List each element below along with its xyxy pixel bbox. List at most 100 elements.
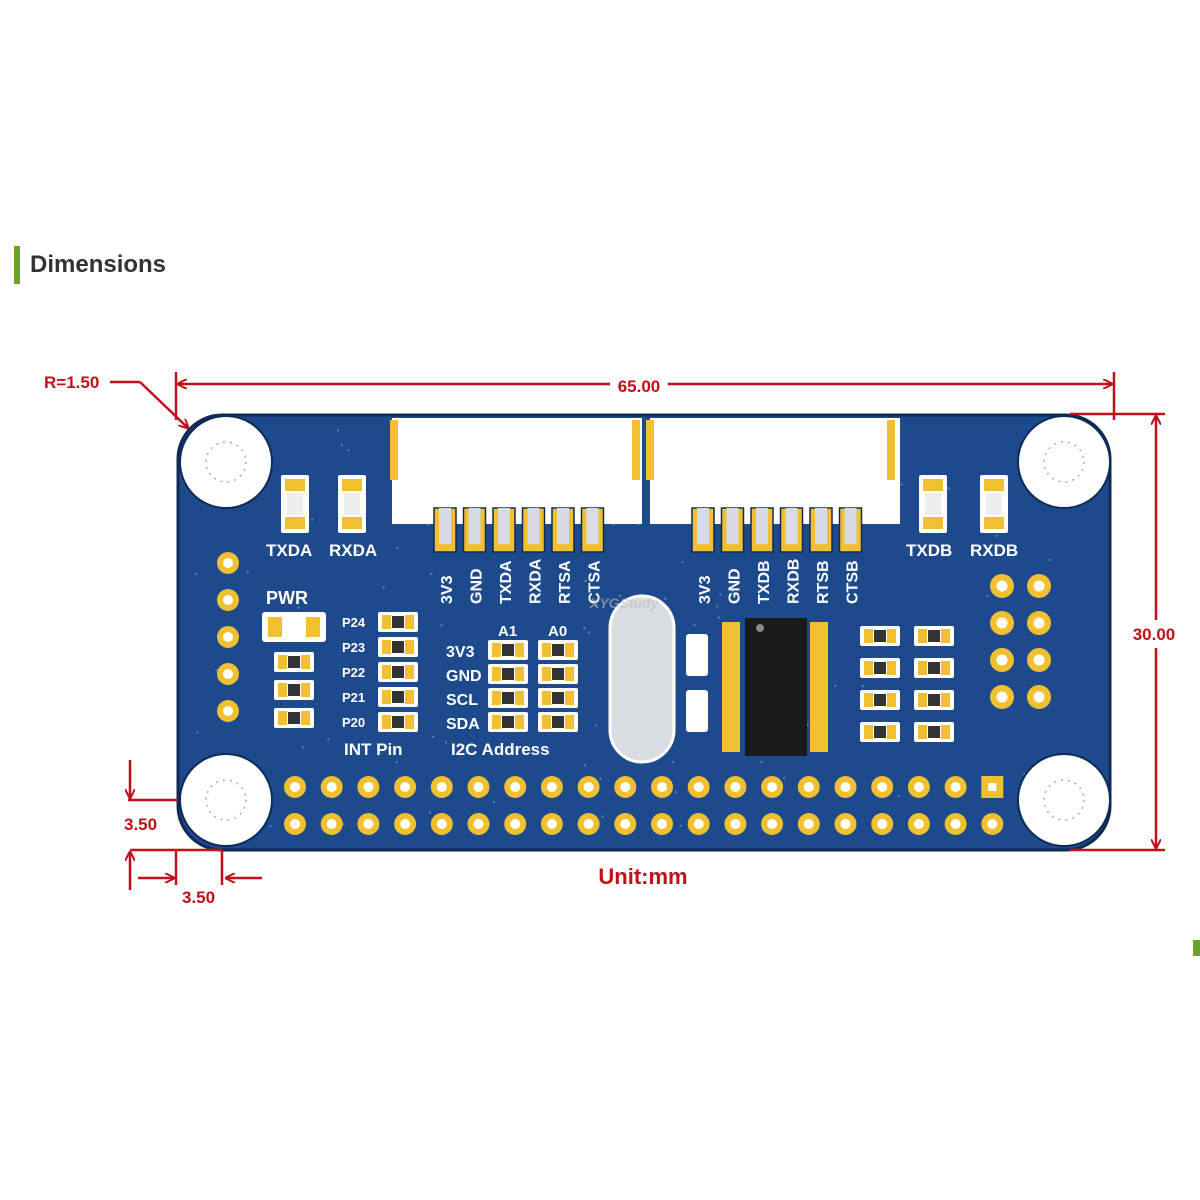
texture-dot: [594, 604, 597, 607]
label-txdb: TXDB: [906, 541, 952, 560]
side-pad-hole: [223, 558, 233, 568]
texture-dot: [382, 586, 385, 589]
texture-dot: [587, 631, 591, 634]
height-dimension: 30.00: [1133, 625, 1176, 644]
connector-b-pin-label: RTSB: [815, 560, 832, 604]
header-pin-hole: [546, 819, 557, 829]
header-pin-hole: [730, 782, 741, 792]
section-title-text: Dimensions: [30, 251, 167, 278]
right-pad-hole: [1033, 654, 1045, 666]
texture-dot: [947, 487, 951, 490]
connector-b-pin-label: CTSB: [845, 560, 862, 604]
header-pin-hole: [840, 782, 851, 792]
header-pin-hole: [877, 819, 888, 829]
header-pin-hole: [767, 782, 778, 792]
texture-dot: [327, 737, 330, 741]
texture-dot: [426, 523, 429, 526]
header-pin-hole: [436, 819, 447, 829]
int-pin-label: P20: [342, 715, 365, 730]
mounting-hole: [179, 415, 273, 509]
header-pin-hole: [730, 819, 741, 829]
header-pin-hole: [620, 782, 631, 792]
texture-dot: [693, 623, 696, 627]
connector-pin: [498, 508, 510, 544]
header-pin-hole: [510, 819, 521, 829]
right-pad-hole: [996, 691, 1008, 703]
header-pin-hole: [583, 782, 594, 792]
header-pin-hole: [693, 819, 704, 829]
header-pin-hole: [657, 782, 667, 792]
right-pad-hole: [996, 654, 1008, 666]
texture-dot: [664, 597, 667, 600]
label-txda: TXDA: [266, 541, 312, 560]
texture-dot: [897, 794, 900, 798]
texture-dot: [583, 764, 587, 767]
mounting-hole: [1017, 753, 1111, 847]
right-pad-hole: [996, 617, 1008, 629]
connector-a-pin-label: RXDA: [528, 558, 545, 604]
connector-pin: [726, 508, 739, 544]
header-pin-hole: [877, 782, 888, 792]
right-pad-hole: [996, 580, 1008, 592]
texture-dot: [986, 595, 989, 598]
texture-dot: [861, 684, 864, 688]
mounting-hole-ring: [1043, 779, 1085, 821]
connector-b-pin-label: TXDB: [756, 560, 773, 604]
texture-dot: [731, 589, 734, 592]
header-pin-hole: [363, 819, 374, 829]
texture-dot: [432, 735, 435, 738]
connector-a-pin-label: GND: [469, 568, 486, 604]
accent-mark: [1193, 940, 1200, 956]
right-pad-hole: [1033, 617, 1045, 629]
texture-dot: [717, 616, 720, 619]
connector-pin: [785, 508, 798, 544]
label-a1: A1: [498, 623, 517, 640]
header-pin-hole: [583, 819, 594, 829]
header-pin-hole: [803, 819, 814, 829]
texture-dot: [505, 568, 508, 572]
i2c-row-label: 3V3: [446, 644, 475, 661]
connector-b-pin-label: RXDB: [786, 559, 803, 604]
texture-dot: [601, 815, 604, 819]
texture-dot: [428, 811, 432, 814]
connector-a-pin-label: TXDA: [498, 560, 515, 604]
header-pin-hole: [987, 819, 998, 829]
texture-dot: [760, 760, 763, 764]
i2c-row-label: SCL: [446, 692, 478, 709]
texture-dot: [395, 761, 399, 764]
texture-dot: [215, 668, 218, 672]
texture-dot: [583, 627, 586, 630]
texture-dot: [440, 624, 443, 627]
texture-dot: [196, 731, 199, 734]
texture-dot: [599, 777, 602, 781]
texture-dot: [342, 823, 345, 826]
hole-offset-y-dimension: 3.50: [124, 815, 157, 834]
texture-dot: [396, 547, 399, 550]
header-pin-hole: [363, 782, 374, 792]
radius-dimension: R=1.50: [44, 373, 99, 392]
mounting-hole: [179, 753, 273, 847]
i2c-row-label: SDA: [446, 716, 480, 733]
label-a0: A0: [548, 623, 567, 640]
header-pin-hole: [913, 782, 924, 792]
title-accent-bar: [14, 246, 20, 284]
texture-dot: [301, 746, 304, 749]
texture-dot: [297, 606, 300, 609]
texture-dot: [311, 518, 314, 521]
label-i2c-address: I2C Address: [451, 740, 550, 759]
header-pin-hole: [290, 782, 300, 792]
side-pad-hole: [223, 706, 233, 716]
connector-pin: [468, 508, 481, 544]
int-pin-label: P22: [342, 665, 365, 680]
crystal: [608, 594, 676, 764]
header-pin-hole: [400, 819, 411, 829]
header-pin-hole: [326, 782, 337, 792]
side-pad-hole: [223, 595, 233, 605]
connector-pin: [586, 508, 599, 544]
label-rxdb: RXDB: [970, 541, 1018, 560]
header-pin-hole: [290, 819, 300, 829]
texture-dot: [480, 571, 483, 575]
texture-dot: [429, 572, 433, 575]
connector-pin: [815, 508, 827, 544]
